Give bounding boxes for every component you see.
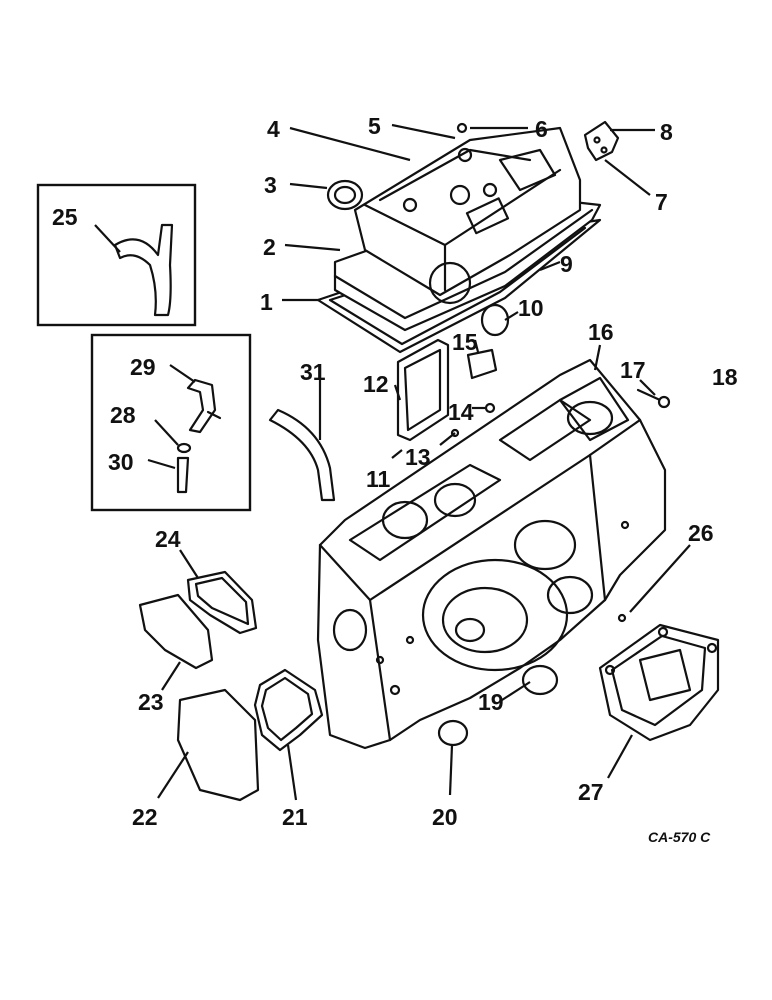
- bracket-15: [466, 348, 498, 380]
- pipe-fitting-29: [186, 378, 217, 434]
- label-19: 19: [478, 689, 504, 715]
- gasket-22: [176, 688, 260, 802]
- label-13: 13: [405, 444, 431, 470]
- pipe-fitting-25: [113, 223, 174, 317]
- pin-26: [617, 613, 627, 623]
- inset-box-25: [36, 183, 197, 327]
- label-16: 16: [588, 319, 614, 345]
- hose-31: [268, 408, 336, 502]
- leader-lines: [94, 123, 691, 801]
- label-26: 26: [688, 520, 714, 546]
- label-27: 27: [578, 779, 604, 805]
- gasket-23: [138, 593, 214, 670]
- label-10: 10: [518, 295, 544, 321]
- label-22: 22: [132, 804, 158, 830]
- label-9: 9: [560, 251, 573, 277]
- o-ring-28: [176, 442, 192, 454]
- label-4: 4: [267, 116, 280, 142]
- top-cover-assembly: [316, 120, 620, 354]
- label-6: 6: [535, 116, 548, 142]
- label-12: 12: [363, 371, 389, 397]
- part-number-labels: 1 2 3 4 5 6 7 8 9 10 11 12 13 14 15 16 1…: [52, 113, 738, 845]
- figure-code: CA-570 C: [648, 829, 711, 845]
- side-plate-assembly: [396, 338, 498, 442]
- inset-box-28-30: [90, 333, 252, 512]
- plug-seal: [326, 179, 364, 211]
- label-11: 11: [366, 466, 391, 492]
- bolt-head-18: [657, 395, 671, 409]
- label-1: 1: [260, 289, 273, 315]
- label-29: 29: [130, 354, 156, 380]
- label-30: 30: [108, 449, 134, 475]
- label-25: 25: [52, 204, 78, 230]
- plug-20: [437, 719, 469, 747]
- gasket-21: [253, 668, 324, 752]
- label-28: 28: [110, 402, 136, 428]
- plug-19: [521, 664, 559, 696]
- label-5: 5: [368, 113, 381, 139]
- tube-30: [176, 456, 190, 494]
- small-bolt: [456, 122, 468, 134]
- small-bracket: [583, 120, 620, 162]
- main-transmission-housing: [316, 358, 667, 750]
- label-31: 31: [300, 359, 326, 385]
- gasket-24: [186, 570, 258, 635]
- label-8: 8: [660, 119, 673, 145]
- label-2: 2: [263, 234, 276, 260]
- label-21: 21: [282, 804, 308, 830]
- label-14: 14: [448, 399, 474, 425]
- seal-ring: [480, 303, 510, 337]
- label-17: 17: [620, 357, 646, 383]
- label-20: 20: [432, 804, 458, 830]
- label-7: 7: [655, 189, 668, 215]
- label-24: 24: [155, 526, 181, 552]
- label-15: 15: [452, 329, 478, 355]
- label-18: 18: [712, 364, 738, 390]
- top-cover-housing: [353, 126, 582, 297]
- label-23: 23: [138, 689, 164, 715]
- label-3: 3: [264, 172, 277, 198]
- pto-cover-27: [598, 623, 720, 742]
- bolt-17: [636, 388, 662, 402]
